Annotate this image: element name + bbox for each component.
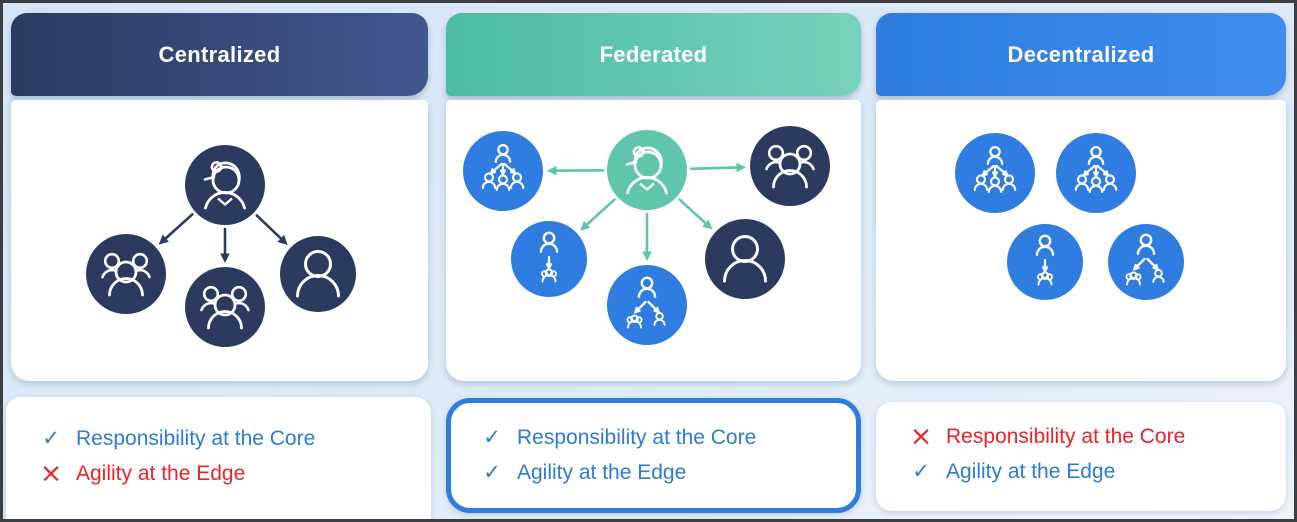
org-node — [185, 267, 265, 347]
feature-item: × Responsibility at the Core — [906, 419, 1286, 454]
leader-icon — [203, 161, 246, 210]
check-icon: ✓ — [42, 426, 60, 450]
features-card-decentralized: × Responsibility at the Core ✓ Agility at t… — [876, 402, 1286, 511]
org-edge-arrow — [584, 198, 616, 227]
org-node — [280, 236, 356, 312]
hierarchy-icon — [1074, 145, 1118, 194]
org-node — [1056, 133, 1136, 213]
org-edge-arrow — [255, 214, 284, 241]
feature-item: ✓ Agility at the Edge — [906, 454, 1286, 489]
features-card-centralized: ✓ Responsibility at the Core × Agility at t… — [6, 397, 431, 519]
org-node — [607, 265, 687, 345]
hierarchy-icon — [973, 145, 1017, 194]
org-node — [705, 219, 785, 299]
person-icon — [296, 250, 340, 298]
feature-text: Agility at the Edge — [946, 460, 1116, 483]
org-node — [955, 133, 1035, 213]
check-icon: ✓ — [483, 425, 501, 449]
cross-icon: × — [39, 458, 63, 489]
arrowhead — [546, 165, 557, 176]
org-node — [86, 234, 166, 314]
team-icon — [101, 252, 151, 300]
delegate-split-icon — [1125, 233, 1165, 286]
arrowhead — [736, 162, 747, 173]
panel-header-centralized: Centralized — [11, 13, 428, 96]
org-edge-arrow — [689, 166, 740, 171]
feature-text: Agility at the Edge — [76, 462, 246, 485]
org-node — [750, 126, 830, 206]
features-card-federated: ✓ Responsibility at the Core ✓ Agility at t… — [446, 398, 861, 513]
team-icon — [200, 285, 250, 333]
feature-text: Responsibility at the Core — [517, 426, 757, 449]
check-icon: ✓ — [912, 459, 930, 483]
panel-title: Decentralized — [1007, 41, 1155, 67]
feature-text: Responsibility at the Core — [76, 427, 316, 450]
team-icon — [765, 144, 815, 192]
panel-title: Centralized — [158, 41, 281, 67]
org-node — [607, 130, 687, 210]
panel-decentralized: Decentralized — [876, 13, 1286, 381]
feature-item: ✓ Responsibility at the Core — [36, 421, 431, 456]
hierarchy-icon — [481, 143, 525, 192]
org-edge-arrow — [678, 198, 708, 226]
federated-org-chart — [463, 126, 830, 345]
leader-icon — [625, 146, 668, 195]
panel-federated: Federated — [446, 13, 861, 381]
arrowhead — [220, 253, 230, 263]
feature-item: ✓ Responsibility at the Core — [477, 420, 856, 455]
panel-body-centralized — [11, 100, 428, 381]
org-node — [511, 221, 587, 297]
panel-body-federated — [446, 100, 861, 381]
centralized-org-chart — [86, 145, 356, 347]
panel-centralized: Centralized — [11, 13, 428, 381]
feature-item: ✓ Agility at the Edge — [477, 455, 856, 490]
org-node — [1108, 224, 1184, 300]
feature-item: × Agility at the Edge — [36, 456, 431, 491]
decentralized-org-chart — [955, 133, 1184, 300]
org-node — [185, 145, 265, 225]
arrowhead — [580, 220, 591, 231]
org-node — [1007, 224, 1083, 300]
org-node — [463, 131, 543, 211]
arrowhead — [702, 219, 713, 230]
feature-text: Responsibility at the Core — [946, 425, 1186, 448]
delegate-down-icon — [539, 231, 559, 283]
panel-header-federated: Federated — [446, 13, 861, 96]
panel-title: Federated — [599, 41, 708, 67]
check-icon: ✓ — [483, 460, 501, 484]
cross-icon: × — [909, 421, 933, 452]
delegate-split-icon — [626, 276, 666, 329]
feature-text: Agility at the Edge — [517, 461, 687, 484]
org-edge-arrow — [163, 213, 194, 241]
arrowhead — [277, 234, 288, 245]
arrowhead — [642, 251, 652, 261]
panel-body-decentralized — [876, 100, 1286, 381]
arrowhead — [158, 234, 169, 245]
person-icon — [723, 235, 767, 283]
delegate-down-icon — [1035, 234, 1055, 286]
panel-header-decentralized: Decentralized — [876, 13, 1286, 96]
